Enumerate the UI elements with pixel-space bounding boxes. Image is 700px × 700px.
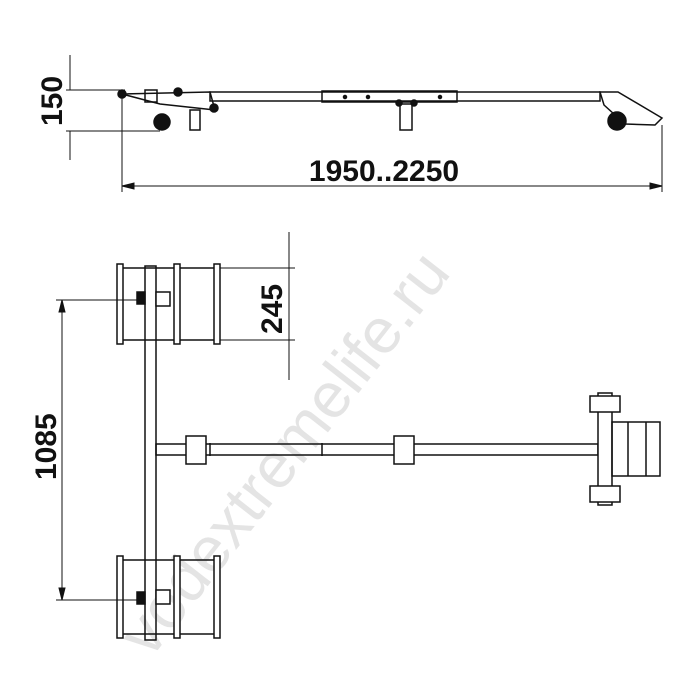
bottom-float-module: [116, 555, 221, 639]
middle-clamp: [399, 103, 413, 131]
plan-view: [116, 263, 661, 641]
side-front-bracket: [121, 91, 217, 111]
front-wheel: [153, 113, 171, 131]
dimension-150-label: 150: [36, 76, 69, 126]
rear-transom: [589, 392, 661, 506]
front-clamp: [189, 109, 201, 131]
side-rear-bracket: [598, 91, 664, 126]
main-beam: [155, 443, 599, 456]
middle-clamp-plan: [393, 435, 415, 465]
side-block: [144, 89, 158, 103]
dimension-length: 1950..2250: [121, 98, 663, 192]
side-frame-tube: [209, 91, 601, 102]
front-clamp-plan: [185, 435, 207, 465]
dimension-1085-label: 1085: [30, 413, 63, 480]
dimension-1085: 1085: [30, 299, 145, 601]
dimension-150: 150: [36, 55, 160, 160]
dimension-length-label: 1950..2250: [309, 155, 459, 188]
rear-wheel: [607, 111, 627, 131]
side-view: [117, 87, 664, 131]
top-float-module: [116, 263, 221, 345]
dimension-245-label: 245: [256, 284, 289, 334]
side-telescopic-tube: [321, 90, 458, 103]
dimension-245: 245: [220, 232, 295, 380]
